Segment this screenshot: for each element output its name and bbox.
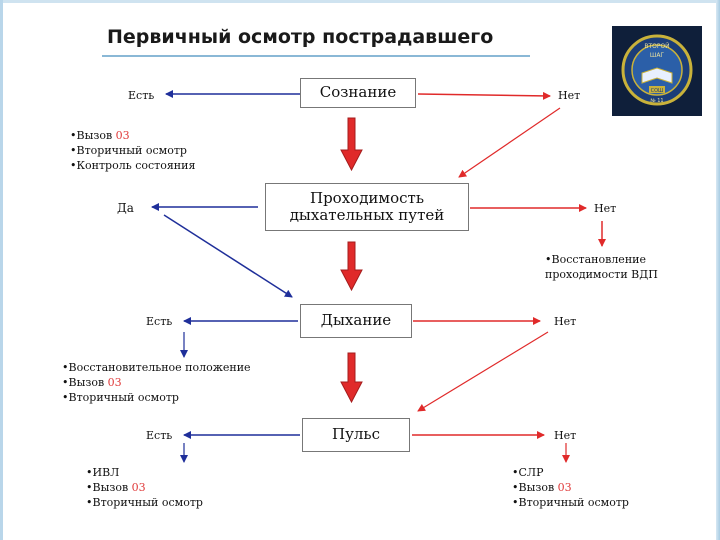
down-arrow-3 <box>340 352 363 404</box>
list-item: •Вторичный осмотр <box>70 144 187 157</box>
consciousness-box: Сознание <box>300 78 416 108</box>
list-item: •Вызов 03 <box>86 481 146 494</box>
slide-title: Первичный осмотр пострадавшего <box>107 26 494 48</box>
breathing-label: Дыхание <box>320 311 392 330</box>
school-emblem-icon: ВТОРОЙ ШАГ СОШ № 11 <box>621 34 693 106</box>
list-item: •Вторичный осмотр <box>512 496 629 509</box>
arrow-no-to-airway <box>458 107 561 178</box>
list-item: •Контроль состояния <box>70 159 196 172</box>
breathing-yes-actions: •Восстановительное положение •Вызов 03 •… <box>62 360 251 405</box>
svg-text:ШАГ: ШАГ <box>650 52 665 59</box>
pulse-label: Пульс <box>331 425 380 444</box>
pulse-box: Пульс <box>302 418 410 452</box>
down-arrow-1 <box>340 117 363 172</box>
list-item: •Вторичный осмотр <box>62 391 179 404</box>
consciousness-yes-label: Есть <box>128 89 155 102</box>
breathing-box: Дыхание <box>300 304 412 338</box>
svg-text:ВТОРОЙ: ВТОРОЙ <box>644 43 669 50</box>
list-item: •Восстановление <box>545 253 646 266</box>
svg-text:СОШ: СОШ <box>651 88 664 94</box>
list-item: •Вызов 03 <box>512 481 572 494</box>
arrow-consciousness-no <box>417 91 551 100</box>
airway-no-action: •Восстановление проходимости ВДП <box>545 252 658 282</box>
pulse-no-actions: •СЛР •Вызов 03 •Вторичный осмотр <box>512 465 629 510</box>
svg-text:№ 11: № 11 <box>650 98 663 104</box>
list-item: •СЛР <box>512 466 544 479</box>
airway-no-label: Нет <box>594 202 617 215</box>
list-item: •Вызов 03 <box>62 376 122 389</box>
slide-frame-left <box>0 0 3 540</box>
consciousness-yes-actions: •Вызов 03 •Вторичный осмотр •Контроль со… <box>70 128 195 173</box>
list-item: •Восстановительное положение <box>62 361 251 374</box>
list-item: •Вызов 03 <box>70 129 130 142</box>
slide-frame-right <box>716 0 720 540</box>
arrow-breathing-no-to-pulse <box>417 331 549 412</box>
consciousness-label: Сознание <box>319 83 397 102</box>
title-underline <box>102 55 530 57</box>
school-logo: ВТОРОЙ ШАГ СОШ № 11 <box>612 26 702 116</box>
list-item: •ИВЛ <box>86 466 120 479</box>
pulse-yes-actions: •ИВЛ •Вызов 03 •Вторичный осмотр <box>86 465 203 510</box>
airway-yes-label: Да <box>117 201 134 215</box>
consciousness-no-label: Нет <box>558 89 581 102</box>
list-item: проходимости ВДП <box>545 268 658 281</box>
pulse-no-label: Нет <box>554 429 577 442</box>
list-item: •Вторичный осмотр <box>86 496 203 509</box>
breathing-no-label: Нет <box>554 315 577 328</box>
breathing-yes-label: Есть <box>146 315 173 328</box>
arrow-yes-to-breathing <box>163 214 293 298</box>
slide-frame-top <box>0 0 720 3</box>
down-arrow-2 <box>340 241 363 292</box>
pulse-yes-label: Есть <box>146 429 173 442</box>
